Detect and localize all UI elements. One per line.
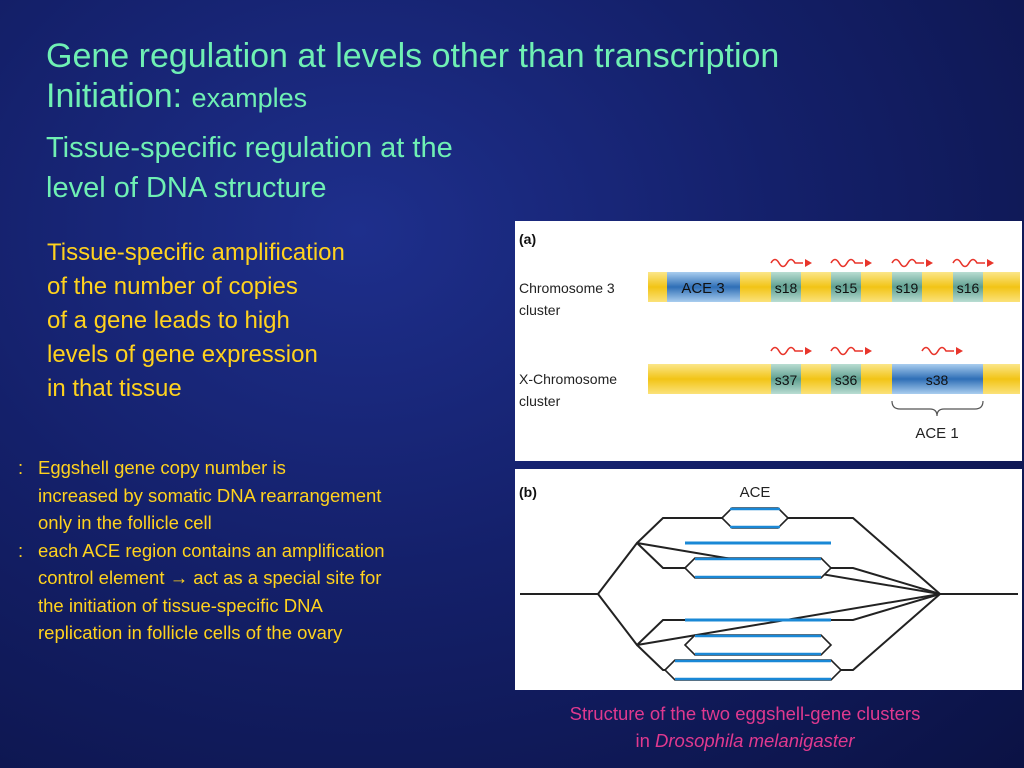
figure-a-label: (a) (519, 231, 536, 247)
figure-caption: Structure of the two eggshell-gene clust… (500, 700, 990, 754)
transcript-arrow-icon (830, 258, 863, 268)
ace-label: ACE (740, 484, 771, 501)
ace-bubble-bottom (663, 659, 843, 681)
title-line-2: Initiation: (46, 77, 183, 115)
transcript-arrow-icon (891, 258, 924, 268)
ace3-label: ACE 3 (681, 280, 724, 297)
arrowhead-icon (865, 259, 872, 267)
note-eggshell-copy-number: : Eggshell gene copy number is increased… (18, 454, 385, 537)
gene-s19-label: s19 (896, 280, 919, 296)
intro-line: of the number of copies (47, 273, 298, 300)
arrowhead-icon (805, 347, 812, 355)
intro-line: Tissue-specific amplification (47, 239, 345, 266)
transcript-arrow-icon (770, 346, 803, 356)
chrx-label-line1: X-Chromosome (519, 371, 617, 387)
gene-s36 (831, 364, 861, 394)
note-line: control element → act as a special site … (38, 567, 382, 588)
figure-a-panel: (a) Chromosome 3 cluster ACE 3 s18 s15 s… (515, 221, 1022, 461)
note-ace-region: : each ACE region contains an amplificat… (18, 537, 385, 647)
slide-subtitle: Tissue-specific regulation at the level o… (46, 128, 453, 208)
gene-s38-label: s38 (926, 372, 949, 388)
figure-b-diagram: (b) ACE (519, 484, 1018, 681)
notes-list: : Eggshell gene copy number is increased… (18, 454, 385, 647)
intro-text: Tissue-specific amplification of the num… (47, 236, 345, 406)
arrowhead-icon (956, 347, 963, 355)
transcript-arrows-chrx (770, 346, 954, 356)
ace3-segment (667, 272, 740, 302)
figure-b-label: (b) (519, 484, 537, 500)
title-line-1: Gene regulation at levels other than tra… (46, 37, 780, 75)
arrowhead-icon (865, 347, 872, 355)
transcript-arrow-icon (770, 258, 803, 268)
chr3-label-line2: cluster (519, 302, 561, 318)
gene-s18-label: s18 (775, 280, 798, 296)
gene-s36-label: s36 (835, 372, 858, 388)
note-line: increased by somatic DNA rearrangement (38, 484, 382, 506)
subtitle-line-2: level of DNA structure (46, 172, 327, 204)
intro-line: in that tissue (47, 375, 182, 402)
gene-s37-label: s37 (775, 372, 798, 388)
note-line: each ACE region contains an amplificatio… (38, 539, 385, 561)
transcript-arrow-icon (952, 258, 985, 268)
amplified-ace-regions (663, 507, 843, 681)
ace1-bracket (891, 400, 984, 417)
intro-line: levels of gene expression (47, 341, 318, 368)
note-marker: : (18, 457, 24, 478)
slide-title: Gene regulation at levels other than tra… (46, 36, 779, 118)
gene-s18 (771, 272, 801, 302)
note-line: Eggshell gene copy number is (38, 457, 286, 478)
figure-a-diagram: (a) Chromosome 3 cluster ACE 3 s18 s15 s… (519, 231, 1020, 442)
gene-s16 (953, 272, 983, 302)
gene-s15-label: s15 (835, 280, 858, 296)
gene-s15 (831, 272, 861, 302)
intro-line: of a gene leads to high (47, 307, 290, 334)
subtitle-line-1: Tissue-specific regulation at the (46, 132, 453, 164)
gene-s38-ace1-segment (892, 364, 983, 394)
lower-fork-bottom (636, 593, 941, 671)
title-examples: examples (191, 83, 308, 113)
ace-bubble-mid-lower (683, 634, 833, 656)
upper-fork-top (636, 517, 941, 595)
figure-b-panel: (b) ACE (515, 469, 1022, 690)
arrowhead-icon (805, 259, 812, 267)
caption-line-1: Structure of the two eggshell-gene clust… (569, 703, 921, 724)
note-line: replication in follicle cells of the ova… (38, 622, 343, 643)
caption-species: Drosophila melanigaster (655, 730, 855, 751)
ace1-label: ACE 1 (915, 425, 958, 442)
arrowhead-icon (926, 259, 933, 267)
gene-s37 (771, 364, 801, 394)
gene-s16-label: s16 (957, 280, 980, 296)
gene-s19 (892, 272, 922, 302)
ace-bubble-mid-upper (683, 557, 833, 579)
transcript-arrow-icon (921, 346, 954, 356)
arrowhead-icon (987, 259, 994, 267)
ace-bubble-top (720, 507, 790, 529)
note-marker: : (18, 539, 24, 561)
chrx-label-line2: cluster (519, 393, 561, 409)
transcript-arrow-icon (830, 346, 863, 356)
chr3-label-line1: Chromosome 3 (519, 280, 615, 296)
caption-prefix: in (635, 730, 650, 751)
note-line: only in the follicle cell (38, 512, 212, 533)
note-line: the initiation of tissue-specific DNA (38, 594, 323, 616)
transcript-arrows-chr3 (770, 258, 985, 268)
caption-line-2: in Drosophila melanigaster (500, 727, 990, 754)
